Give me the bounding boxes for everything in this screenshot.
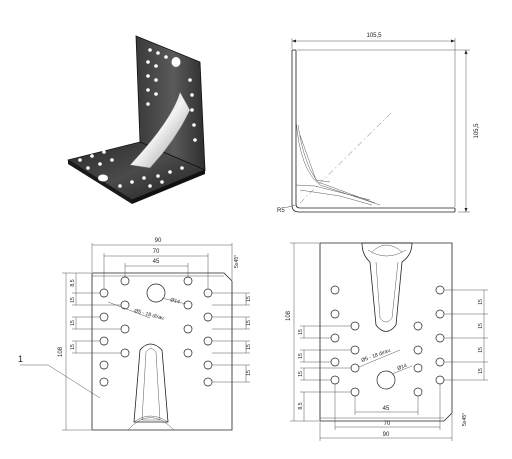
back-small-holes-label: Ø5 - 18 dírav. [361,348,393,364]
back-pitch-right-3: 15 [478,347,484,353]
front-height-dimension: 108 [58,346,64,357]
back-pitch-right-1: 15 [478,299,484,305]
back-pitch-right-4: 15 [478,368,484,374]
side-radius-label: R5 [277,208,285,214]
back-view: 45 70 90 5x45° 108 15 15 15 8,5 [286,242,488,441]
back-bottom-offset-dimension: 8,5 [298,402,304,409]
side-view: 105,5 105,5 R5 [277,33,480,214]
side-height-dimension: 105,5 [474,123,480,139]
back-pitch-left-1: 15 [298,329,304,335]
back-height-dimension: 108 [286,310,292,321]
back-chamfer-label: 5x45° [462,413,468,426]
back-width-dimension: 90 [383,432,390,438]
front-chamfer-label: 5x45° [234,255,240,268]
side-width-dimension: 105,5 [366,33,382,39]
part-number-label: 1 [18,354,23,364]
back-pitch-left-2: 15 [298,353,304,359]
back-large-hole-label: Ø14 [397,363,408,372]
front-small-holes-label: Ø5 - 18 dírav. [133,308,165,322]
front-pitch-right-2: 15 [246,320,252,326]
front-inner-width-dimension: 70 [153,249,160,255]
front-pitch-right-4: 15 [246,370,252,376]
front-pitch-label-1: 15 [70,297,76,303]
front-hole-spacing-dimension: 45 [153,259,160,265]
front-view: 90 70 45 5x45° 108 8,5 15 15 15 15 [18,238,252,431]
front-top-offset-dimension: 8,5 [70,279,76,286]
back-pitch-right-2: 15 [478,323,484,329]
front-pitch-label-3: 15 [70,344,76,350]
front-pitch-right-1: 15 [246,296,252,302]
front-pitch-right-3: 15 [246,344,252,350]
isometric-bracket-render [66,35,207,204]
front-width-dimension: 90 [155,238,162,244]
back-hole-spacing-dimension: 45 [383,406,390,412]
front-pitch-label-2: 15 [70,320,76,326]
front-large-hole-label: Ø14 [169,297,180,305]
back-pitch-left-3: 15 [298,371,304,377]
back-inner-width-dimension: 70 [384,421,391,427]
